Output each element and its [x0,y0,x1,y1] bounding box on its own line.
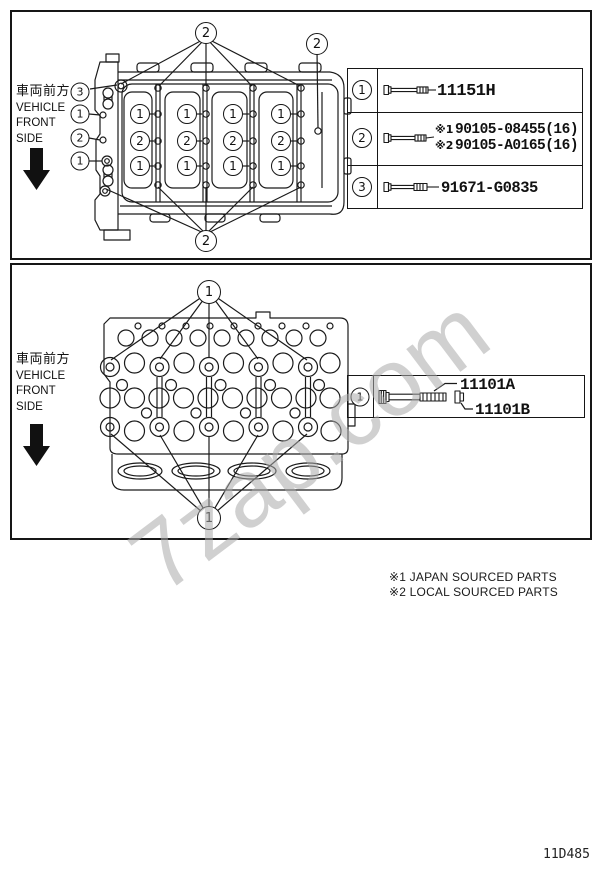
callout-grid: 1 [130,156,150,176]
callout-grid: 1 [177,104,197,124]
callout-grid: 1 [271,156,291,176]
part-number-11151H[interactable]: 11151H [437,81,496,101]
note-ref-1: ※1 [435,123,454,136]
vehicle-front-side-label-top: 車両前方 VEHICLE FRONT SIDE [16,83,86,147]
callout-grid: 1 [223,156,243,176]
part-number-91671-G0835[interactable]: 91671-G0835 [441,179,538,197]
callout-grid: 1 [271,104,291,124]
part-number-90105-08455[interactable]: 90105-08455(16) [455,122,579,138]
callout-bottom: 2 [195,230,217,252]
callout-grid: 1 [177,156,197,176]
parts-box-column-divider [373,375,375,418]
callout-left-2: 1 [70,104,90,124]
callout-left-1: 3 [70,82,90,102]
side-label: SIDE [16,400,43,413]
part-number-11101B[interactable]: 11101B [475,400,530,419]
vehicle-front-jp-label: 車両前方 [16,83,71,98]
top-panel-frame [10,10,592,260]
table-ref-1: 1 [352,80,372,100]
parts-table-row-divider [347,165,583,167]
callout-grid: 2 [271,131,291,151]
callout-grid: 2 [177,131,197,151]
vehicle-label: VEHICLE [16,369,66,382]
callout-grid: 2 [130,131,150,151]
callout-head-bottom: 1 [197,506,221,530]
callout-top-right: 2 [306,33,328,55]
callout-left-3: 2 [70,128,90,148]
doc-number: 11D485 [543,847,590,862]
callout-grid: 1 [130,104,150,124]
table-ref-2: 2 [352,128,372,148]
side-label: SIDE [16,132,43,145]
callout-top: 2 [195,22,217,44]
parts-table-row-divider [347,112,583,114]
local-sourced-note: ※2 LOCAL SOURCED PARTS [389,585,558,599]
note-ref-2: ※2 [435,139,454,152]
vehicle-front-side-label-bottom: 車両前方 VEHICLE FRONT SIDE [16,351,86,415]
vehicle-label: VEHICLE [16,101,66,114]
parts-box [347,375,585,418]
vehicle-front-jp-label: 車両前方 [16,351,71,366]
callout-head-top: 1 [197,280,221,304]
table-ref-3: 3 [352,177,372,197]
front-label: FRONT [16,117,56,129]
japan-sourced-note: ※1 JAPAN SOURCED PARTS [389,570,557,584]
parts-table-column-divider [377,68,379,209]
box-ref-1: 1 [350,387,370,407]
callout-left-4: 1 [70,151,90,171]
bottom-panel-frame [10,263,592,540]
callout-grid: 2 [223,131,243,151]
callout-grid: 1 [223,104,243,124]
part-number-11101A[interactable]: 11101A [460,375,515,394]
part-number-90105-A0165[interactable]: 90105-A0165(16) [455,138,579,154]
front-label: FRONT [16,385,56,397]
parts-table [347,68,583,209]
